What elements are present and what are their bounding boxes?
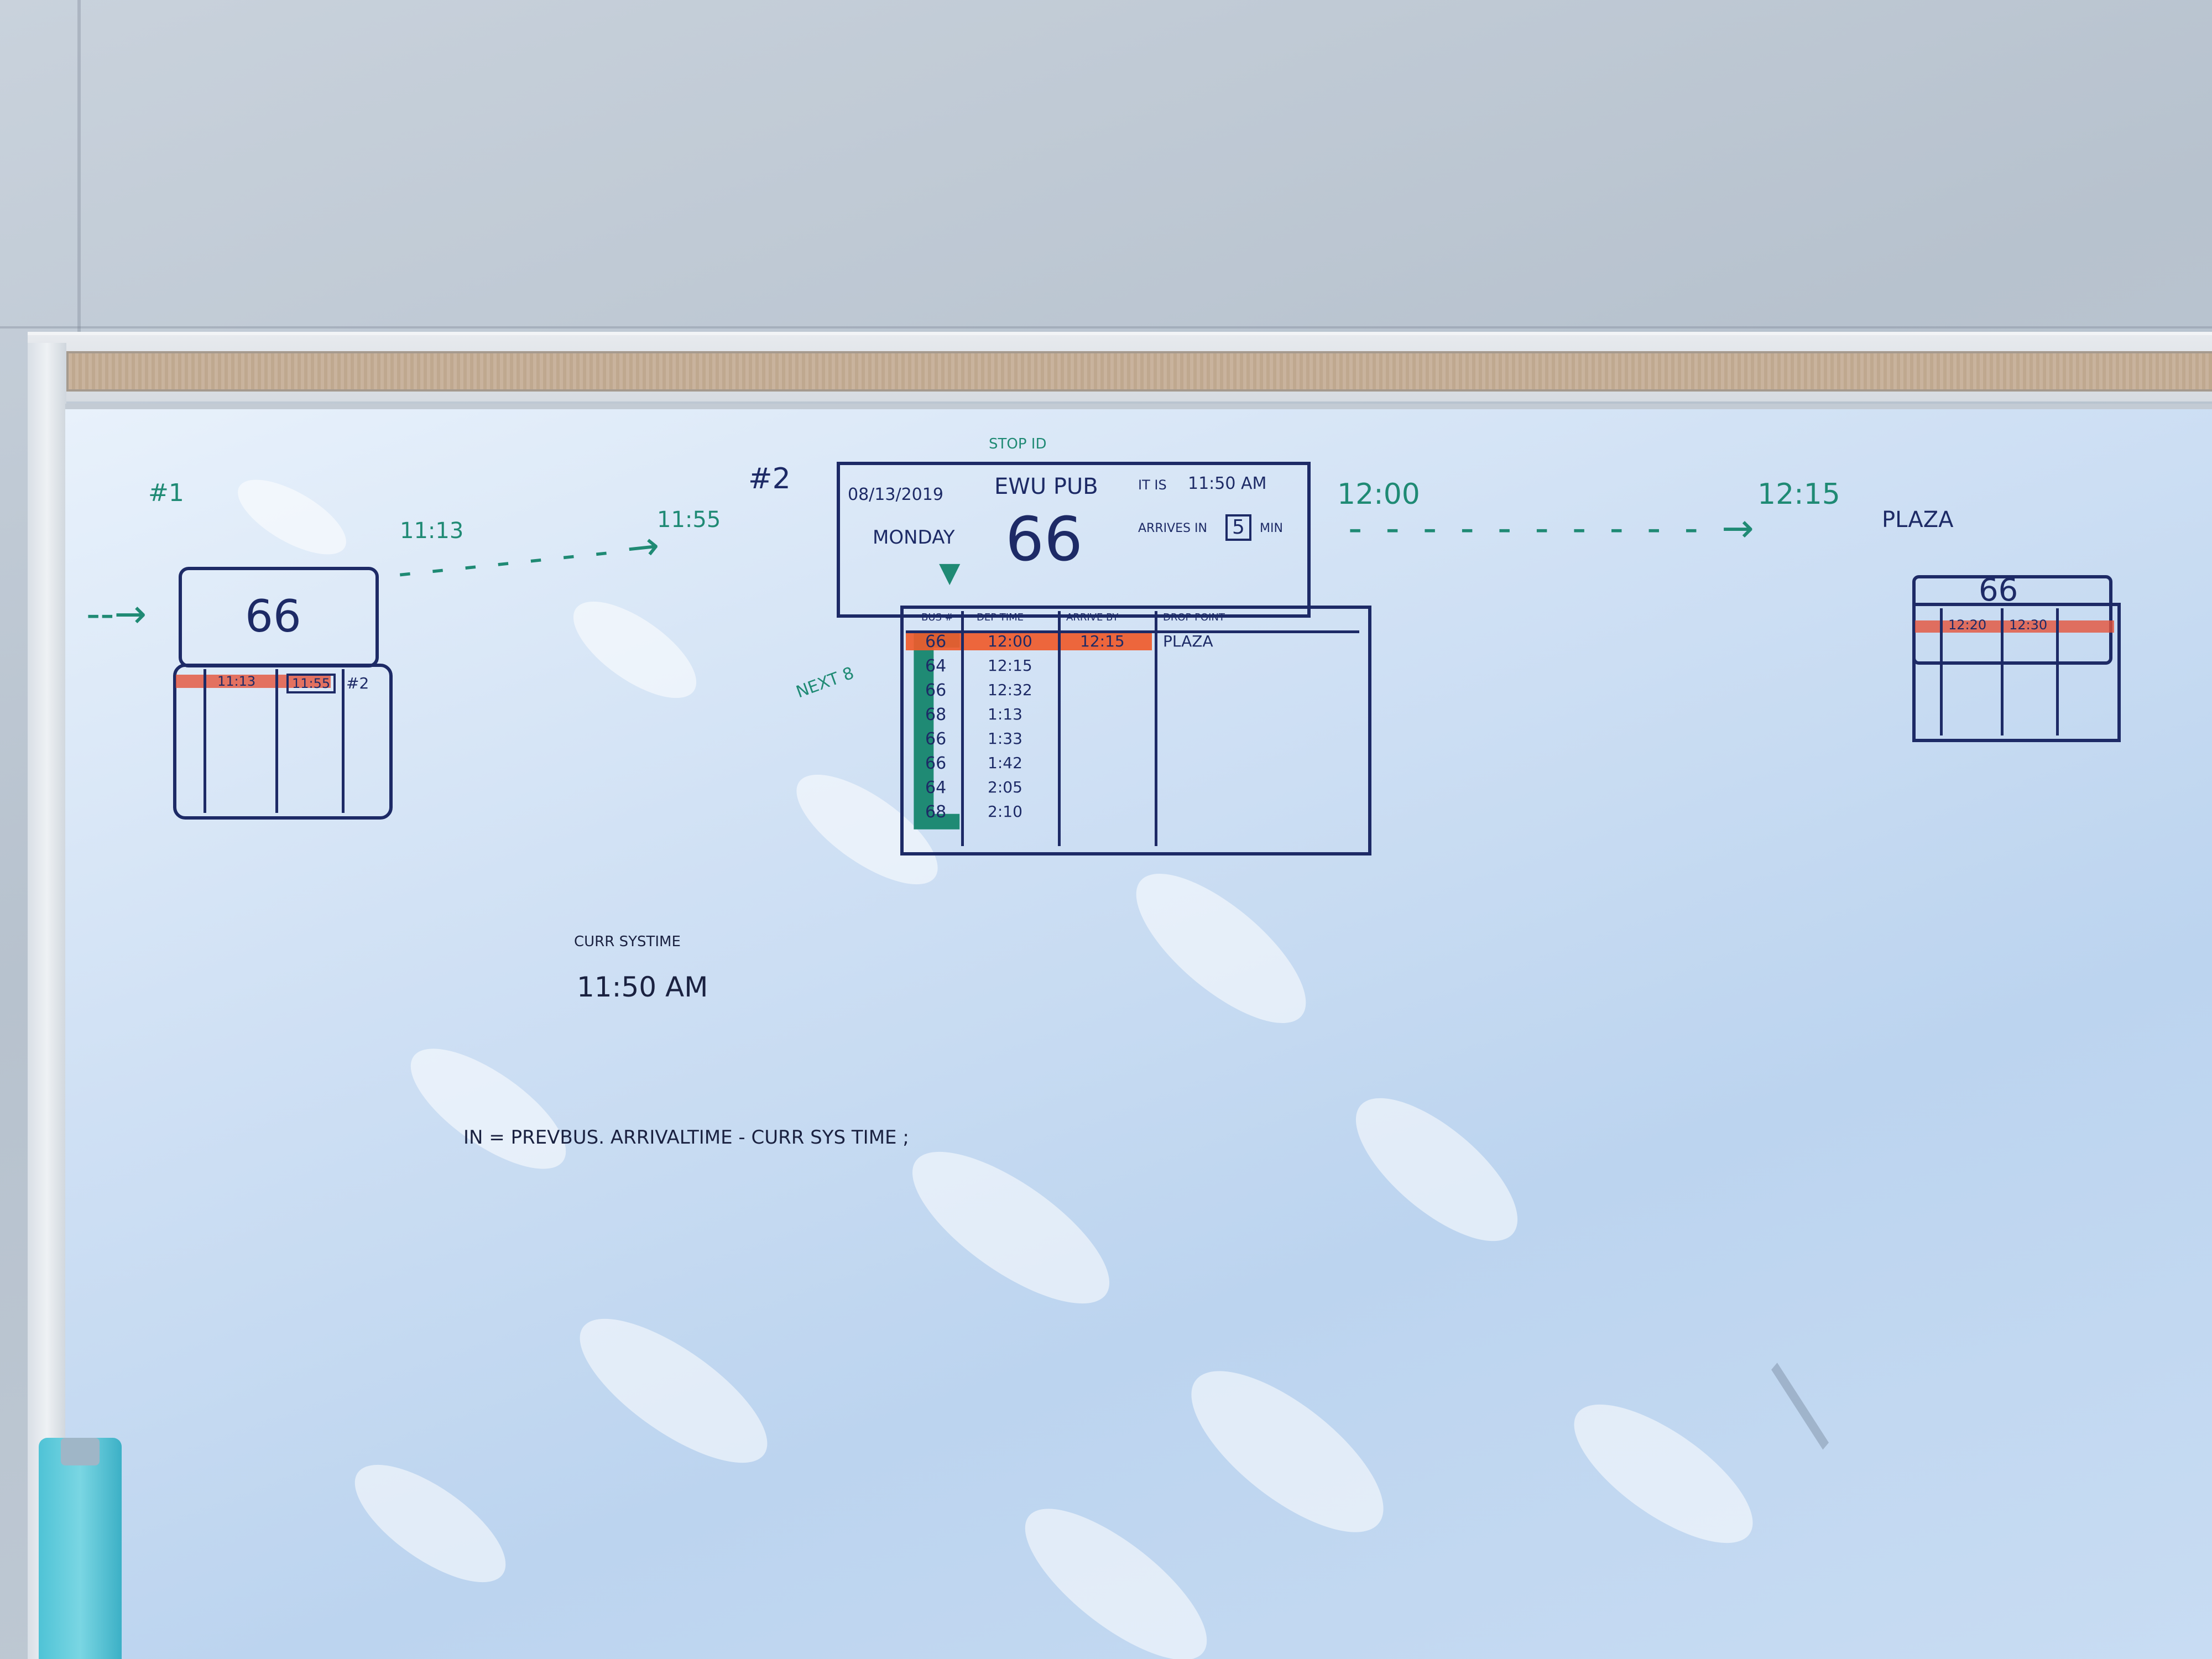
dep-time: 1:13 bbox=[988, 705, 1022, 723]
table-header: DEP TIME bbox=[977, 612, 1024, 623]
route-arrow: - - - - - - - - - - → bbox=[1348, 505, 1760, 551]
screen-2-day: MONDAY bbox=[873, 526, 955, 549]
screen-2-table bbox=[900, 606, 1371, 855]
row-highlight bbox=[906, 632, 1152, 650]
sunlight-spot bbox=[337, 1443, 524, 1604]
whiteboard: #1 --→ 66 11:13 11:55 #2 11:13 11:55 - -… bbox=[65, 404, 2212, 1659]
bus-number: 66 bbox=[925, 681, 947, 700]
next-bracket: [ bbox=[895, 596, 982, 853]
arrow-time: 12:00 bbox=[1337, 478, 1420, 511]
wall-panel-seam bbox=[77, 0, 81, 332]
screen-2-stop-name: EWU PUB bbox=[994, 474, 1098, 499]
systime-value: 11:50 AM bbox=[577, 971, 708, 1003]
screen-2-number: #2 bbox=[748, 462, 791, 495]
table-divider bbox=[2001, 608, 2004, 735]
sunlight-spot bbox=[227, 465, 357, 569]
dep-time: 1:42 bbox=[988, 754, 1022, 772]
sunlight-spot bbox=[559, 1293, 788, 1489]
table-header-divider bbox=[906, 630, 1359, 633]
screen-2-time-value: 11:50 AM bbox=[1188, 474, 1267, 493]
stop-id-label: STOP ID bbox=[989, 436, 1047, 452]
screen-3-table bbox=[1912, 603, 2121, 742]
screen-1-highlight bbox=[176, 675, 331, 688]
arrive-time: 12:15 bbox=[1080, 632, 1125, 650]
eraser-smudge: ∕ bbox=[1736, 1348, 1860, 1460]
table-divider bbox=[961, 611, 964, 846]
bus-number: 64 bbox=[925, 778, 947, 797]
table-divider bbox=[204, 669, 206, 813]
sunlight-spot bbox=[890, 1125, 1131, 1331]
screen-1-time: 11:13 bbox=[217, 674, 256, 689]
dep-time: 12:00 bbox=[988, 632, 1032, 650]
bus-number: 66 bbox=[925, 729, 947, 749]
screen-1-time: 11:55 bbox=[286, 674, 336, 693]
screen-2-arrives-value: 5 bbox=[1225, 514, 1251, 541]
bus-number: 68 bbox=[925, 802, 947, 822]
table-header: ARRIVE BY bbox=[1066, 612, 1119, 623]
cleaner-bottle bbox=[39, 1438, 122, 1659]
sunlight-spot bbox=[1003, 1483, 1229, 1659]
table-divider bbox=[1940, 608, 1943, 735]
dep-time: 12:15 bbox=[988, 656, 1032, 675]
screen-1-next-label: #2 bbox=[346, 674, 369, 692]
screen-1-number: #1 bbox=[148, 479, 184, 507]
sunlight-spot bbox=[1333, 1073, 1540, 1266]
sunlight-spot bbox=[1114, 849, 1328, 1048]
screen-3-time: 12:20 bbox=[1948, 617, 1987, 633]
sunlight-spot bbox=[558, 583, 712, 716]
screen-3-time: 12:30 bbox=[2009, 617, 2048, 633]
bottle-cap bbox=[61, 1438, 100, 1465]
incoming-arrow: --→ bbox=[86, 591, 147, 637]
wall-panel-seam bbox=[0, 326, 2212, 328]
bus-number: 66 bbox=[925, 754, 947, 773]
screen-2-next-label: NEXT 8 bbox=[794, 663, 857, 702]
table-header: DROP POINT bbox=[1163, 612, 1225, 623]
arrow-time: 11:13 bbox=[400, 518, 464, 544]
bus-number: 64 bbox=[925, 656, 947, 676]
dep-time: 2:10 bbox=[988, 802, 1022, 821]
screen-2-date: 08/13/2019 bbox=[848, 485, 943, 504]
destination-label: PLAZA bbox=[1882, 507, 1954, 533]
drop-point: PLAZA bbox=[1163, 632, 1213, 650]
screen-2-time-label: IT IS bbox=[1138, 477, 1167, 493]
table-divider bbox=[342, 669, 345, 813]
formula: IN = PREVBUS. ARRIVALTIME - CURR SYS TIM… bbox=[463, 1126, 909, 1149]
dep-time: 2:05 bbox=[988, 778, 1022, 796]
screen-1-table bbox=[173, 664, 393, 820]
dep-time: 1:33 bbox=[988, 729, 1022, 748]
systime-label: CURR SYSTIME bbox=[574, 933, 681, 950]
arrow-time: 12:15 bbox=[1757, 478, 1840, 511]
sunlight-spot bbox=[1167, 1343, 1408, 1561]
screen-2-header-box bbox=[837, 462, 1311, 618]
sunlight-spot bbox=[1553, 1379, 1773, 1568]
bus-number: 68 bbox=[925, 705, 947, 724]
arrow-time: 11:55 bbox=[657, 507, 721, 533]
table-divider bbox=[1058, 611, 1061, 846]
table-header: BUS # bbox=[921, 612, 953, 623]
bus-number: 66 bbox=[925, 632, 947, 651]
screen-3-highlight bbox=[1915, 620, 2114, 633]
screen-2-arrives-label: ARRIVES IN bbox=[1138, 521, 1207, 535]
sunlight-spot bbox=[393, 1027, 584, 1191]
cork-strip bbox=[66, 351, 2212, 392]
screen-3-route-number: 66 bbox=[1979, 572, 2018, 608]
screen-2-arrives-unit: MIN bbox=[1260, 521, 1283, 535]
table-divider bbox=[275, 669, 278, 813]
screen-1-route-number: 66 bbox=[245, 591, 301, 642]
dep-time: 12:32 bbox=[988, 681, 1032, 699]
table-divider bbox=[1155, 611, 1157, 846]
triangle-marker-icon: ▼ bbox=[939, 556, 961, 588]
screen-2-route-number: 66 bbox=[1005, 504, 1083, 575]
table-divider bbox=[2056, 608, 2059, 735]
